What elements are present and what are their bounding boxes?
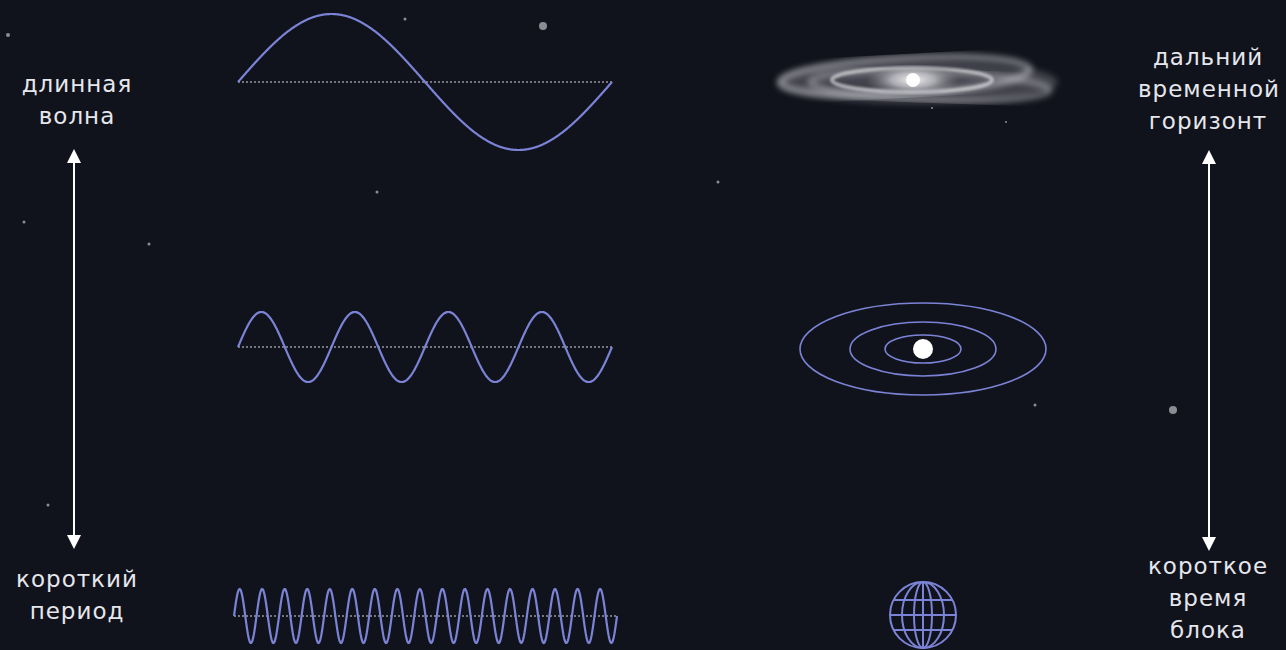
star: [1034, 404, 1037, 407]
sine-wave: [234, 589, 617, 643]
star: [539, 22, 547, 30]
scale-arrow: [1208, 157, 1210, 544]
star: [376, 191, 379, 194]
sine-wave: [238, 312, 612, 382]
sine-wave: [238, 14, 612, 150]
axis-label: короткое время блока: [1138, 550, 1278, 646]
orbit-icon: [800, 303, 1046, 395]
globe-icon: [890, 582, 956, 648]
star: [6, 33, 10, 37]
waves: [234, 14, 617, 643]
star: [47, 504, 50, 507]
star: [23, 221, 26, 224]
star: [1169, 406, 1177, 414]
axis-label: дальний временной горизонт: [1138, 41, 1278, 137]
star: [931, 107, 933, 109]
axis-label: длинная волна: [2, 68, 152, 132]
star: [717, 181, 720, 184]
star: [404, 18, 407, 21]
galaxy-icon: [778, 51, 1058, 104]
stars: [6, 18, 1177, 507]
star: [148, 243, 151, 246]
axis-label: короткий период: [2, 563, 152, 627]
star: [1005, 121, 1007, 123]
scale-arrow: [73, 156, 75, 542]
